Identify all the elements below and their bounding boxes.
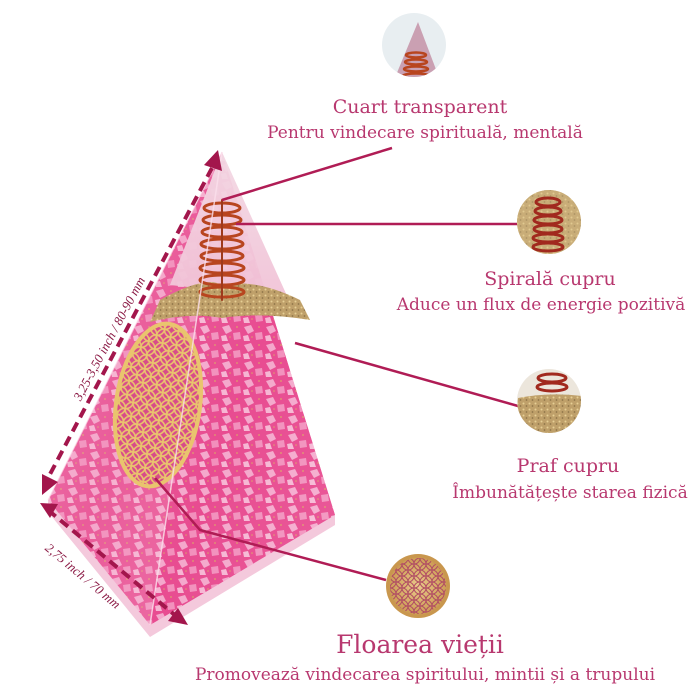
callout-dust-subtitle: Îmbunătățește starea fizică [452,483,688,503]
copper-spiral-thumbnail [517,190,581,254]
arrowhead-icon [168,608,188,625]
leader-lines [154,146,520,582]
callout-quartz-subtitle: Pentru vindecare spirituală, mentală [267,123,583,143]
callout-quartz-title: Cuart transparent [332,96,508,118]
clear-quartz-pyramid-thumbnail [382,13,446,77]
arrowhead-icon [42,474,58,495]
callout-spiral-subtitle: Aduce un flux de energie pozitivă [396,295,686,315]
flower-of-life-thumbnail [386,554,450,618]
callout-dust-title: Praf cupru [516,455,620,477]
copper-dust-thumbnail [517,369,581,433]
callout-flower-subtitle: Promovează vindecarea spiritului, mintii… [194,665,656,685]
pyramid-body [47,151,335,637]
arrowhead-icon [40,503,58,518]
callout-flower-title: Floarea vieții [336,630,504,659]
height-dimension-arrow [46,167,214,479]
flower-of-life-medallion [112,321,204,489]
base-dimension-arrow [46,508,178,618]
callout-spiral-title: Spirală cupru [484,268,616,290]
arrowhead-icon [204,150,222,171]
